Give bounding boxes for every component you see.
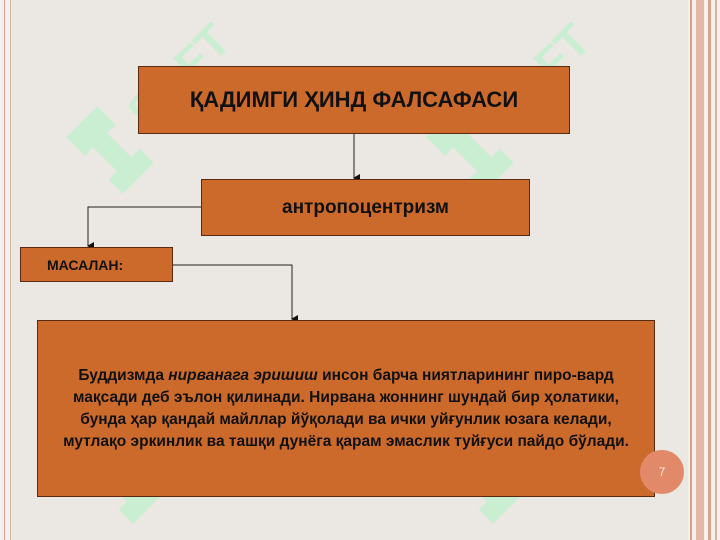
slide-frame-right <box>688 0 720 540</box>
description-part2: инсон барча ниятларининг пиро-вард мақса… <box>63 366 629 450</box>
concept-box: антропоцентризм <box>201 179 530 236</box>
connector-example-to-description <box>173 264 298 323</box>
description-emphasis: нирванага эришиш <box>168 366 318 384</box>
diagram-title-box: ҚАДИМГИ ҲИНД ФАЛСАФАСИ <box>138 66 570 134</box>
description-part1: Буддизмда <box>78 366 169 384</box>
page-number: 7 <box>658 465 666 479</box>
concept-label: антропоцентризм <box>282 196 449 218</box>
description-box: Буддизмда нирванага эришиш инсон барча н… <box>37 320 655 497</box>
connector-concept-to-example <box>87 206 201 250</box>
page-number-badge: 7 <box>640 450 684 494</box>
example-label-box: МАСАЛАН: <box>20 247 173 282</box>
description-text: Буддизмда нирванага эришиш инсон барча н… <box>56 365 636 453</box>
example-label: МАСАЛАН: <box>47 256 124 273</box>
slide-frame-left <box>0 0 11 540</box>
diagram-title: ҚАДИМГИ ҲИНД ФАЛСАФАСИ <box>189 87 519 112</box>
